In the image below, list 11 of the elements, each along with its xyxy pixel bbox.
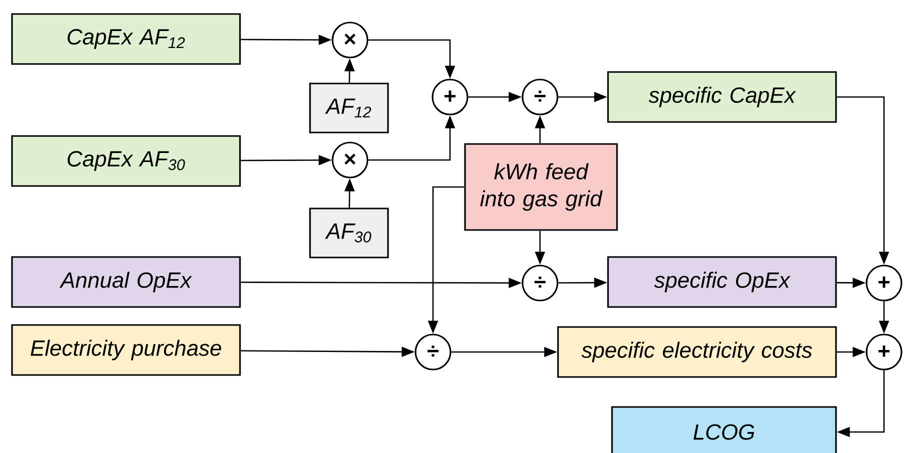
input-box: AF$_{12}$ <box>309 82 389 134</box>
input-box: Electricity purchase <box>11 324 241 376</box>
input-box: CapEx AF$_{30}$ <box>11 135 241 187</box>
input-box: Annual OpEx <box>11 256 241 308</box>
result-box: specific OpEx <box>607 256 837 308</box>
input-box: AF$_{30}$ <box>309 208 389 258</box>
result-box: LCOG <box>611 406 837 453</box>
input-box: CapEx AF$_{12}$ <box>11 13 241 65</box>
result-box: specific CapEx <box>607 71 837 123</box>
input-box: kWh feed into gas grid <box>464 143 618 231</box>
result-box: specific electricity costs <box>557 326 837 378</box>
